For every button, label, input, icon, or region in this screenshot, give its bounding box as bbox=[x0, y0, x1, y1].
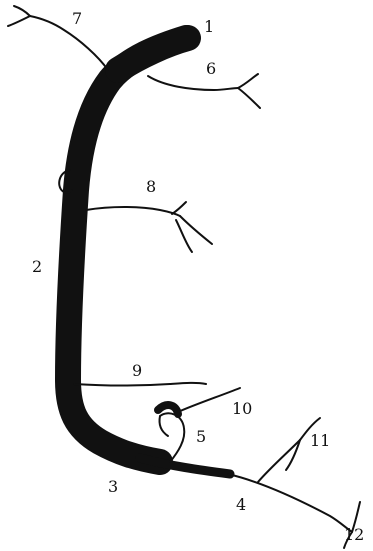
branch-6 bbox=[148, 76, 238, 90]
branch-9 bbox=[74, 383, 206, 386]
label-4: 4 bbox=[236, 495, 246, 514]
branch-7-twig-a bbox=[8, 16, 30, 26]
distal-vessel bbox=[228, 474, 352, 532]
branch-7 bbox=[30, 16, 108, 70]
branch-6-twig-b bbox=[238, 88, 260, 108]
label-11: 11 bbox=[310, 431, 330, 450]
label-1: 1 bbox=[204, 17, 214, 36]
branch-10 bbox=[178, 388, 240, 412]
label-3: 3 bbox=[108, 477, 118, 496]
branch-5-inner bbox=[159, 416, 168, 436]
label-10: 10 bbox=[232, 399, 252, 418]
branch-8 bbox=[86, 207, 180, 216]
label-2: 2 bbox=[32, 257, 42, 276]
main-trunk-vessel bbox=[68, 38, 186, 462]
branch-7-twig-b bbox=[14, 6, 30, 16]
origin-bulb bbox=[118, 38, 188, 70]
branch-6-twig-a bbox=[238, 74, 258, 88]
label-5: 5 bbox=[196, 427, 206, 446]
label-12: 12 bbox=[344, 525, 364, 544]
label-9: 9 bbox=[132, 361, 142, 380]
branch-11 bbox=[258, 440, 300, 482]
label-7: 7 bbox=[72, 9, 82, 28]
label-6: 6 bbox=[206, 59, 216, 78]
label-8: 8 bbox=[146, 177, 156, 196]
branch-8-twig-c bbox=[172, 202, 186, 214]
branch-11-twig-b bbox=[286, 440, 300, 470]
